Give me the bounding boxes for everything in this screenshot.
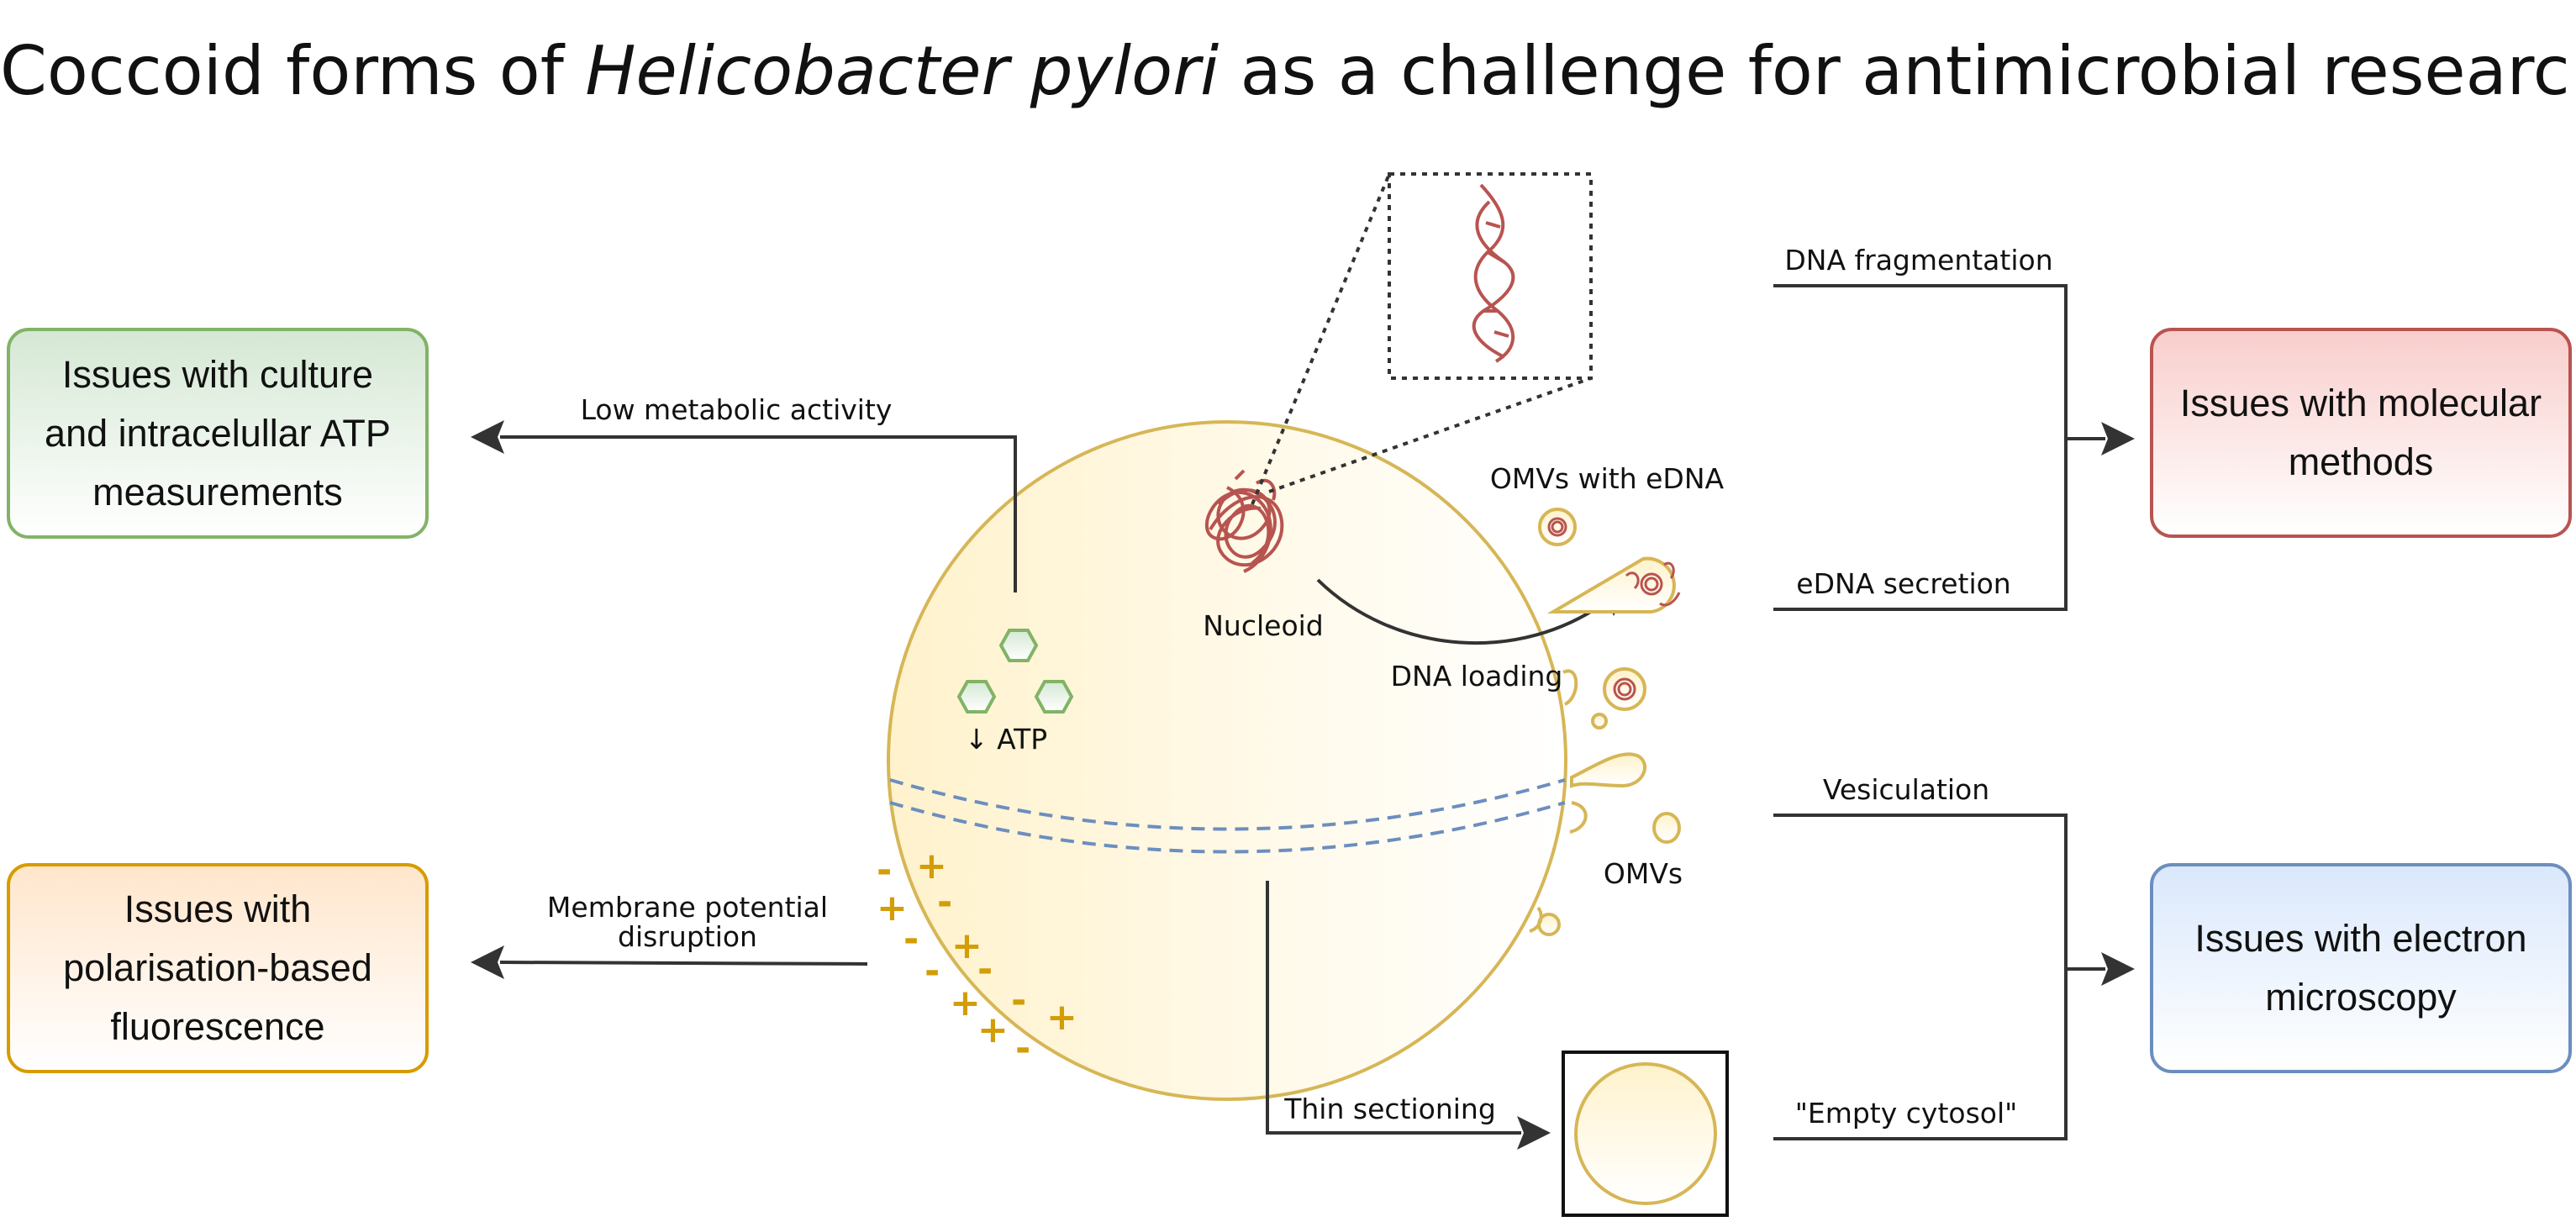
hexagon-icon [1034,680,1074,714]
membrane-charges: - + + - - + - - + - + + - [877,845,1077,1070]
electron-microscopy-issues-text: Issues with electron microscopy [2194,917,2527,1019]
vesicle-icon [1546,556,1676,614]
atp-hexagons [956,629,1074,714]
svg-text:+: + [1046,996,1077,1039]
svg-text:-: - [877,849,892,892]
vesicle-icon [1529,906,1543,933]
svg-text:+: + [916,845,947,887]
svg-text:+: + [877,887,908,929]
zoom-indicator [1251,172,1593,505]
vesicle-icon [1570,752,1647,788]
title-species: Helicobacter pylori [585,32,1220,110]
label-empty-cytosol: "Empty cytosol" [1794,1097,2018,1130]
molecular-issues-box: Issues with molecular methods [2150,328,2572,538]
svg-text:-: - [903,918,919,961]
title-after: as a challenge for antimicrobial researc… [1219,32,2576,110]
svg-text:+: + [951,924,982,967]
polarisation-issues-text: Issues with polarisation-based fluoresce… [63,887,372,1048]
arrow-icon [2101,422,2135,456]
arrow-icon [471,420,1017,592]
vesicle-icon [1538,508,1577,546]
coccoid-cell [887,420,1567,1101]
culture-issues-box: Issues with culture and intracelullar AT… [7,328,429,539]
molecular-issues-text: Issues with molecular methods [2179,382,2542,483]
molecular-bracket [1773,284,2135,611]
culture-issues-text: Issues with culture and intracelullar AT… [45,352,391,513]
hexagon-icon [998,629,1039,662]
vesicle-icon [1569,801,1588,834]
vesicle-icon [1603,667,1646,711]
svg-text:-: - [937,881,952,924]
omvs [1529,508,1681,936]
svg-text:-: - [977,948,993,991]
hexagon-icon [956,680,997,714]
label-atp: ↓ ATP [965,723,1048,756]
label-omvs-edna: OMVs with eDNA [1489,462,1725,495]
label-edna-secretion: eDNA secretion [1796,567,2011,600]
label-low-metabolic: Low metabolic activity [580,393,893,426]
dna-helix-icon [1472,183,1515,363]
vesicle-icon [1591,713,1608,729]
membrane-dashed-inner [889,801,1566,854]
nucleoid-icon [1204,469,1284,573]
arrow-icon [1266,881,1551,1150]
label-vesiculation: Vesiculation [1822,773,1990,806]
thin-section-cell [1574,1062,1717,1205]
svg-text:-: - [1015,1027,1030,1070]
membrane-dashed-outer [889,778,1566,831]
omv-edna [1547,517,1681,701]
svg-text:+: + [977,1008,1009,1051]
svg-text:+: + [950,982,981,1024]
microscopy-bracket [1773,814,2135,1140]
label-dna-fragmentation: DNA fragmentation [1784,244,2053,276]
label-nucleoid: Nucleoid [1203,609,1324,642]
label-dna-loading: DNA loading [1390,660,1563,692]
label-thin-sectioning: Thin sectioning [1284,1093,1496,1125]
arrow-icon [471,945,868,979]
page-title: Coccoid forms of Helicobacter pylori as … [0,32,2576,110]
vesicle-icon [1562,669,1578,706]
label-membrane-line2: disruption [618,920,757,953]
label-membrane-line1: Membrane potential [546,891,829,924]
label-omvs: OMVs [1603,857,1683,890]
svg-text:-: - [1011,979,1026,1022]
arrow-icon [2101,952,2135,986]
vesicle-icon [1652,812,1681,844]
electron-microscopy-issues-box: Issues with electron microscopy [2150,863,2572,1073]
title-before: Coccoid forms of [0,32,586,110]
polarisation-issues-box: Issues with polarisation-based fluoresce… [7,863,429,1073]
svg-text:-: - [925,950,940,993]
